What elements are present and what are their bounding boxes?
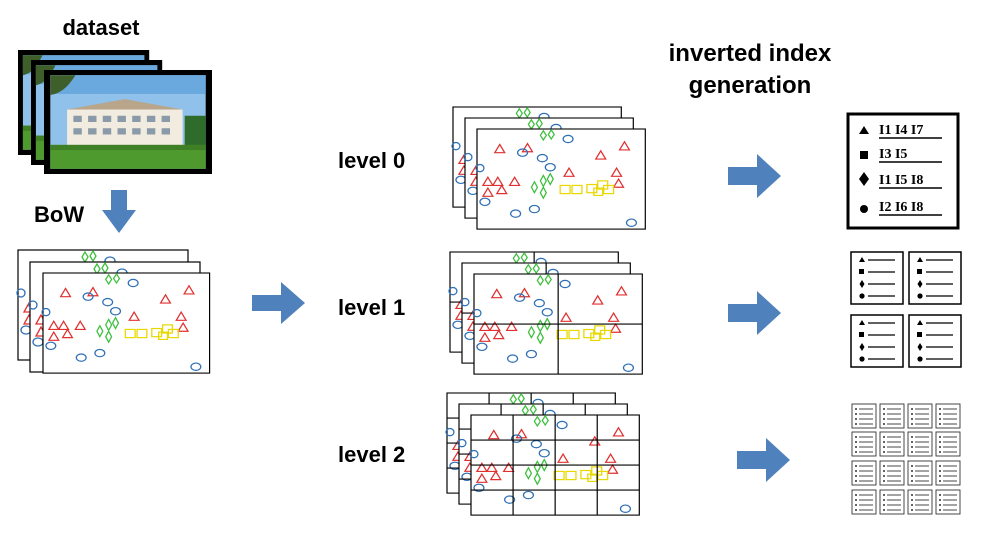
right-arrow-level0 [728, 154, 781, 198]
document-list-icon [850, 314, 904, 368]
dataset-label: dataset [62, 15, 140, 40]
level2-index-icons [851, 403, 961, 515]
index-row-2-text: I3 I5 [879, 147, 907, 162]
inverted-index-table: I1 I4 I7 I3 I5 I1 I5 I8 I2 I6 I8 [846, 112, 960, 230]
index-row-1-text: I1 I4 I7 [879, 123, 923, 138]
level0-panel-stack [452, 107, 645, 229]
square-icon [860, 151, 868, 159]
level0-label: level 0 [338, 148, 405, 173]
index-row-3-text: I1 I5 I8 [879, 173, 923, 188]
index-row-4-text: I2 I6 I8 [879, 200, 923, 215]
level1-index-icons [850, 251, 962, 368]
inverted-index-title-line1: inverted index [669, 40, 832, 67]
down-arrow [102, 190, 136, 233]
bow-panel-stack [17, 250, 210, 373]
level1-panel-stack [449, 252, 642, 374]
triangle-icon [859, 126, 869, 134]
dataset-photo-stack [18, 50, 212, 174]
right-arrow-level1 [728, 291, 781, 335]
document-list-icon [908, 314, 962, 368]
level2-label: level 2 [338, 442, 405, 467]
right-arrow-main [252, 282, 305, 324]
level1-label: level 1 [338, 295, 405, 320]
circle-icon [860, 205, 868, 213]
document-list-icon [908, 251, 962, 305]
diamond-icon [859, 172, 869, 186]
right-arrow-level2 [737, 438, 790, 482]
bow-label: BoW [34, 202, 84, 227]
document-list-icon [850, 251, 904, 305]
level2-panel-stack [446, 393, 639, 515]
inverted-index-title-line2: generation [689, 72, 812, 99]
